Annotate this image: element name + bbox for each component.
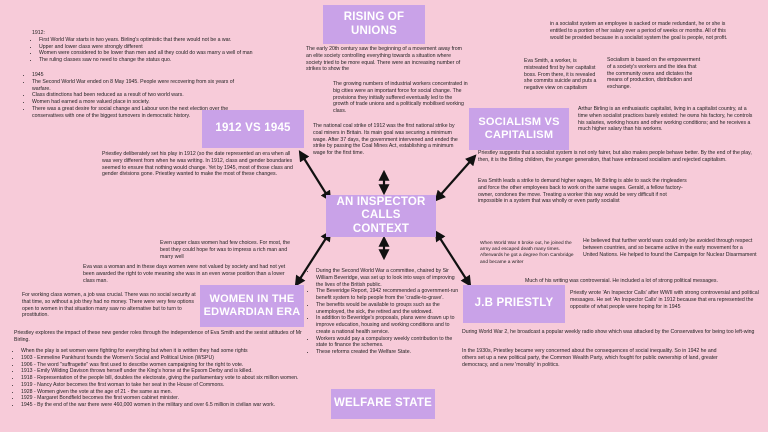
women-event: 1913 - Emily Wilding Davison throws hers… [21,368,304,375]
women-event: 1945 - By the end of the war there were … [21,402,304,409]
welfare-bullet: In addition to Beveridge's proposals, pl… [316,315,459,335]
women-event: 1906 - The word "suffragette" was first … [21,362,304,369]
y1912-bullet: First World War starts in two years. Bir… [39,37,300,44]
welfare-bullet: The Beveridge Report, 1942 recommended a… [316,288,459,302]
priestly-box: J.B PRIESTLY [463,285,565,323]
rising-of-unions-box: RISING OF UNIONS [323,5,425,44]
welfare-notes: During the Second World War a committee,… [309,268,459,356]
y1945-bullet: Women had earned a more valued place in … [32,99,237,106]
arrow-socialism [434,154,477,202]
y1945-notes: 1945 The Second World War ended on 8 May… [25,72,237,119]
socialism-eva-strike: Eva Smith leads a strike to demand highe… [478,178,687,205]
y1912-notes: 1912: First World War starts in two year… [32,30,300,64]
women-title: WOMEN IN THE EDWARDIAN ERA [203,293,301,318]
socialism-definition: Socialism is based on the empowerment of… [607,57,701,90]
priestly-controversial: Much of his writing was controversial. H… [525,278,718,284]
welfare-state-title: WELFARE STATE [333,397,432,410]
y1912-bullet: Upper and lower class were strongly diff… [39,44,300,51]
women-event: 1928 - Women given the vote at the age o… [21,389,304,396]
unions-growing: The growing numbers of industrial worker… [333,81,468,114]
arrow-priestly [434,230,472,287]
socialism-arthur: Arthur Birling is an enthusiastic capita… [578,106,753,133]
women-box: WOMEN IN THE EDWARDIAN ERA [200,285,304,327]
socialism-box: SOCIALISM VS CAPITALISM [469,108,569,150]
y1912-vs-1945-title: 1912 VS 1945 [215,122,291,135]
y1945-bullet: Class distinctions had been reduced as a… [32,92,237,99]
y1912-vs-1945-box: 1912 VS 1945 [202,110,304,148]
welfare-bullet: During the Second World War a committee,… [316,268,459,288]
arrow-1912 [298,150,332,202]
y1945-heading: 1945 [32,72,237,79]
welfare-bullet: Workers would pay a compulsory weekly co… [316,336,459,350]
priestly-war: When World War II broke out, he joined t… [480,241,574,265]
women-upper-class: Even upper class women had few choices. … [160,240,291,260]
socialism-suggests: Priestley suggests that a socialist syst… [478,150,752,163]
inspector-context-title: AN INSPECTOR CALLS CONTEXT [336,196,426,235]
inspector-context-box: AN INSPECTOR CALLS CONTEXT [326,195,436,237]
y1912-heading: 1912: [32,30,45,36]
y1945-bullet: The Second World War ended on 8 May 1945… [32,79,237,93]
women-event: 1929 - Margaret Bondfield becomes the fi… [21,395,304,402]
women-eva: Eva was a woman and in these days women … [83,264,286,284]
women-event: 1918 - Representation of the people bill… [21,375,304,382]
priestly-wrote: Priestly wrote 'An Inspector Calls' afte… [570,290,759,310]
y1912-priestley-note: Priestley deliberately set his play in 1… [102,151,293,178]
socialism-title: SOCIALISM VS CAPITALISM [478,116,560,141]
women-event: 1919 - Nancy Astor becomes the first wom… [21,382,304,389]
priestly-broadcast: During World War 2, he broadcast a popul… [462,329,755,335]
women-explores: Priestley explores the impact of these n… [14,330,302,343]
women-event: 1903 - Emmeline Pankhurst founds the Wom… [21,355,304,362]
socialism-eva: Eva Smith, a worker, is mistreated first… [524,58,597,91]
rising-of-unions-title: RISING OF UNIONS [343,11,405,37]
women-timeline: When the play is set women were fighting… [14,348,304,409]
y1912-bullet: The ruling classes saw no need to change… [39,57,300,64]
women-working-class: For working class women, a job was cruci… [22,292,196,319]
unions-coal-strike: The national coal strike of 1912 was the… [313,123,458,156]
welfare-bullet: These reforms created the Welfare State. [316,349,459,356]
y1945-bullet: There was a great desire for social chan… [32,106,237,120]
y1912-bullet: Women were considered to be lower than m… [39,50,300,57]
priestly-title: J.B PRIESTLY [474,297,554,310]
welfare-state-box: WELFARE STATE [331,389,435,419]
priestly-believed: He believed that further world wars coul… [583,238,757,258]
welfare-bullet: The benefits would be available to group… [316,302,459,316]
priestly-1930s: In the 1930s, Priestley became very conc… [462,348,718,368]
socialism-top: in a socialist system an employee is sac… [550,21,728,41]
arrow-women [294,230,332,287]
unions-intro: The early 20th century saw the beginning… [306,46,462,73]
women-event: When the play is set women were fighting… [21,348,304,355]
